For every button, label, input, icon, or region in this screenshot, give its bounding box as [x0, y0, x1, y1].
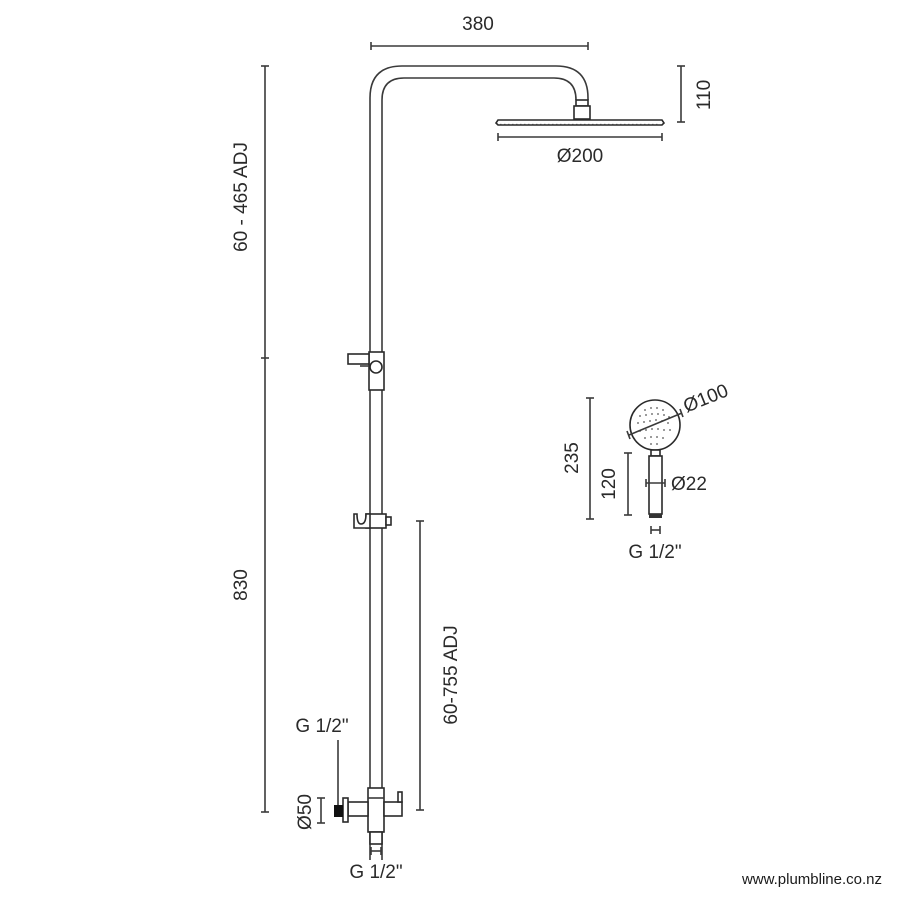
column-height-label: 830: [231, 569, 252, 601]
head-height-dimension: 110: [677, 65, 715, 123]
bottom-outlet-thread-label: G 1/2": [349, 862, 402, 883]
upper-adjustable-label: 60 - 465 ADJ: [231, 142, 252, 252]
side-inlet-thread-label: G 1/2": [295, 716, 348, 737]
column-height-dimension: 830: [231, 358, 269, 813]
head-height-label: 110: [694, 80, 715, 110]
head-diameter-label: Ø200: [557, 146, 603, 167]
slider-adjustable-dimension: 60-755 ADJ: [416, 520, 462, 811]
hand-shower-head-diameter-label: Ø100: [680, 380, 731, 417]
slider-holder: [353, 513, 392, 529]
hand-shower-thread-callout: G 1/2": [628, 526, 682, 563]
flange-diameter-label: Ø50: [295, 794, 316, 830]
shower-column: [369, 65, 589, 860]
overhead-shower-head: [494, 99, 666, 126]
handle-diameter-label: Ø22: [671, 474, 707, 495]
slider-adjustable-label: 60-755 ADJ: [441, 625, 462, 724]
handle-length-dimension: 120: [599, 452, 632, 516]
diverter-body: [334, 787, 403, 845]
head-diameter-dimension: Ø200: [497, 133, 663, 167]
arm-reach-dimension: 380: [370, 14, 589, 50]
website-link[interactable]: www.plumbline.co.nz: [741, 871, 882, 888]
upper-holder-bracket: [347, 351, 385, 391]
hand-shower-length-label: 235: [562, 442, 583, 474]
upper-adjustable-dimension: 60 - 465 ADJ: [231, 65, 269, 359]
flange-diameter-dimension: Ø50: [295, 794, 325, 830]
hand-shower-length-dimension: 235: [562, 397, 594, 520]
hand-shower-thread-label: G 1/2": [628, 542, 681, 563]
handle-length-label: 120: [599, 468, 620, 500]
handle-diameter-dimension: Ø22: [645, 474, 707, 495]
side-inlet-thread-callout: G 1/2": [295, 716, 349, 805]
arm-reach-label: 380: [462, 14, 494, 35]
bottom-outlet-thread-callout: G 1/2": [349, 847, 403, 883]
